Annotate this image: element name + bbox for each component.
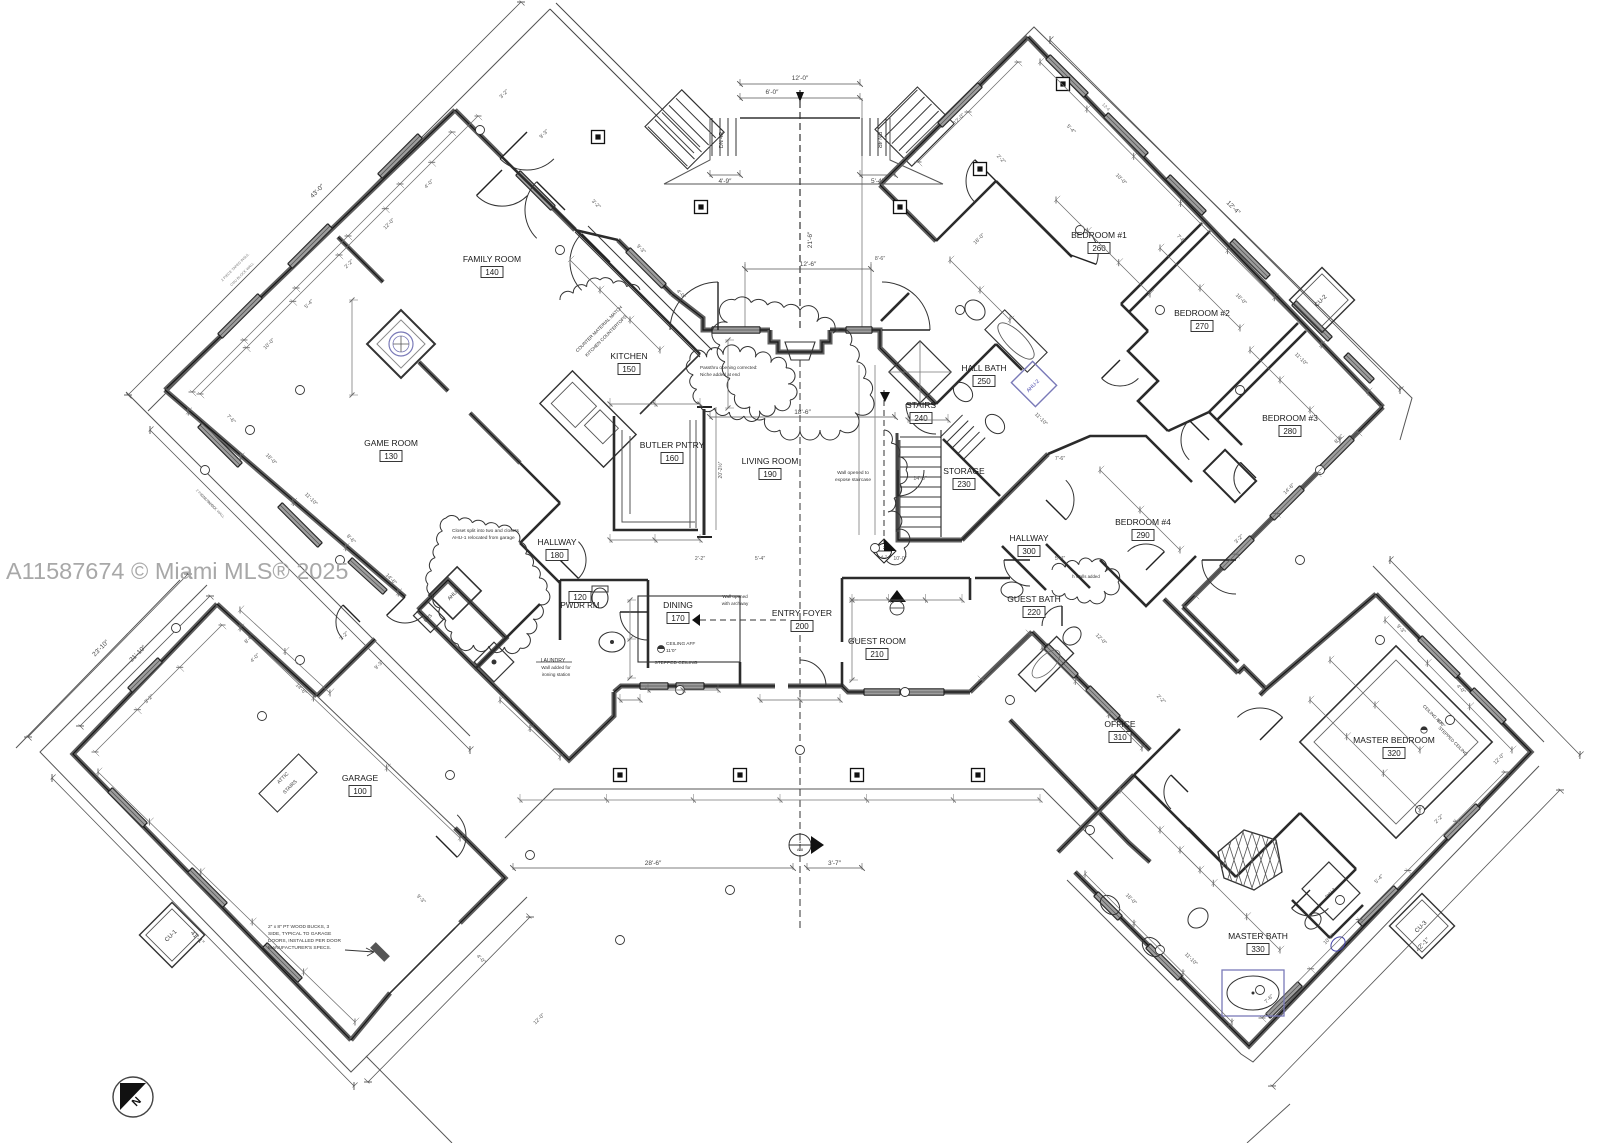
svg-text:230: 230 (957, 480, 971, 489)
svg-text:HALLWAY: HALLWAY (1009, 533, 1048, 543)
svg-text:280: 280 (1283, 427, 1297, 436)
svg-text:BEDROOM #3: BEDROOM #3 (1262, 413, 1318, 423)
svg-text:HALL BATH: HALL BATH (961, 363, 1006, 373)
svg-text:190: 190 (763, 470, 777, 479)
svg-text:GUEST BATH: GUEST BATH (1007, 594, 1061, 604)
svg-text:12'-6″: 12'-6″ (800, 261, 817, 268)
svg-text:expose staircase: expose staircase (835, 477, 871, 483)
svg-text:14'-6″: 14'-6″ (913, 476, 926, 482)
svg-text:HALLWAY: HALLWAY (537, 537, 576, 547)
svg-text:5'-4″: 5'-4″ (755, 556, 765, 562)
svg-text:130: 130 (384, 452, 398, 461)
svg-text:3'-7″: 3'-7″ (828, 860, 842, 867)
svg-text:MANUFACTURER'S SPECS.: MANUFACTURER'S SPECS. (268, 945, 331, 951)
svg-text:AHU-1 relocated from garage: AHU-1 relocated from garage (452, 535, 515, 541)
svg-text:21'-6″: 21'-6″ (807, 231, 814, 248)
svg-text:GARAGE: GARAGE (342, 773, 379, 783)
svg-text:Wall added for: Wall added for (541, 665, 571, 670)
svg-text:BEDROOM #1: BEDROOM #1 (1071, 230, 1127, 240)
svg-text:STAIRS: STAIRS (906, 400, 936, 410)
svg-text:150: 150 (622, 365, 636, 374)
svg-text:STEPPED CEILING: STEPPED CEILING (655, 660, 698, 666)
svg-text:2″ x 8″ PT WOOD BUCKS, 3: 2″ x 8″ PT WOOD BUCKS, 3 (268, 924, 329, 930)
svg-text:100: 100 (353, 787, 367, 796)
svg-text:A11587674 © Miami MLS® 2025: A11587674 © Miami MLS® 2025 (6, 558, 349, 584)
svg-text:6'-0″: 6'-0″ (766, 89, 780, 96)
svg-text:28'-6″: 28'-6″ (645, 860, 662, 867)
svg-text:A-7: A-7 (881, 555, 887, 559)
svg-text:SIDE, TYPICAL TO GARAGE: SIDE, TYPICAL TO GARAGE (268, 931, 331, 937)
svg-text:330: 330 (1251, 945, 1265, 954)
svg-text:ironing station: ironing station (542, 672, 571, 677)
svg-text:18'-6″: 18'-6″ (794, 409, 811, 416)
svg-text:2'-2″: 2'-2″ (695, 556, 705, 562)
svg-text:120: 120 (573, 593, 587, 602)
svg-text:STORAGE: STORAGE (943, 466, 985, 476)
svg-text:5'-4″: 5'-4″ (1055, 556, 1065, 562)
svg-text:MASTER BATH: MASTER BATH (1228, 931, 1288, 941)
svg-text:OFFICE: OFFICE (1104, 719, 1135, 729)
svg-text:8'-6″: 8'-6″ (875, 256, 885, 262)
svg-text:DINING: DINING (663, 600, 693, 610)
svg-text:A-8: A-8 (797, 847, 804, 852)
svg-text:270: 270 (1195, 322, 1209, 331)
svg-text:Niche added at end: Niche added at end (700, 372, 740, 377)
svg-text:with archway: with archway (722, 601, 749, 606)
svg-text:290: 290 (1136, 531, 1150, 540)
svg-text:160: 160 (665, 454, 679, 463)
svg-text:180: 180 (550, 551, 564, 560)
svg-text:20'-2½″: 20'-2½″ (717, 461, 724, 478)
svg-text:200: 200 (795, 622, 809, 631)
svg-text:DN 4R: DN 4R (876, 132, 882, 149)
svg-text:4'-9″: 4'-9″ (719, 178, 733, 185)
svg-text:ENTRY FOYER: ENTRY FOYER (772, 608, 832, 618)
svg-text:Passthru opening corrected:: Passthru opening corrected: (700, 365, 757, 370)
svg-text:KITCHEN: KITCHEN (610, 351, 647, 361)
svg-text:DOORS, INSTALLED PER DOOR: DOORS, INSTALLED PER DOOR (268, 938, 341, 944)
svg-text:MASTER BEDROOM: MASTER BEDROOM (1353, 735, 1435, 745)
svg-text:Closet split into two and clos: Closet split into two and closets (452, 528, 520, 534)
svg-text:DN 4R: DN 4R (719, 132, 725, 149)
svg-text:7'-6″: 7'-6″ (1055, 456, 1065, 462)
svg-text:140: 140 (485, 268, 499, 277)
svg-text:LAUNDRY: LAUNDRY (541, 658, 566, 664)
svg-text:Wall opened: Wall opened (722, 594, 748, 599)
svg-text:250: 250 (977, 377, 991, 386)
svg-text:BEDROOM #4: BEDROOM #4 (1115, 517, 1171, 527)
svg-text:CEILING AFF: CEILING AFF (666, 641, 695, 647)
svg-text:12'-0″: 12'-0″ (792, 75, 809, 82)
svg-text:240: 240 (914, 414, 928, 423)
svg-text:320: 320 (1387, 749, 1401, 758)
svg-text:GAME ROOM: GAME ROOM (364, 438, 418, 448)
svg-text:220: 220 (1027, 608, 1041, 617)
svg-text:11'0″: 11'0″ (666, 648, 677, 654)
svg-text:FAMILY ROOM: FAMILY ROOM (463, 254, 521, 264)
svg-text:Wall opened to: Wall opened to (837, 470, 869, 476)
svg-text:310: 310 (1113, 733, 1127, 742)
svg-text:LIVING ROOM: LIVING ROOM (742, 456, 799, 466)
svg-text:GUEST ROOM: GUEST ROOM (848, 636, 906, 646)
svg-text:210: 210 (870, 650, 884, 659)
svg-text:170: 170 (671, 614, 685, 623)
svg-text:10'-0″: 10'-0″ (893, 556, 906, 562)
svg-text:BUTLER PNTRY: BUTLER PNTRY (640, 440, 705, 450)
svg-text:300: 300 (1022, 547, 1036, 556)
